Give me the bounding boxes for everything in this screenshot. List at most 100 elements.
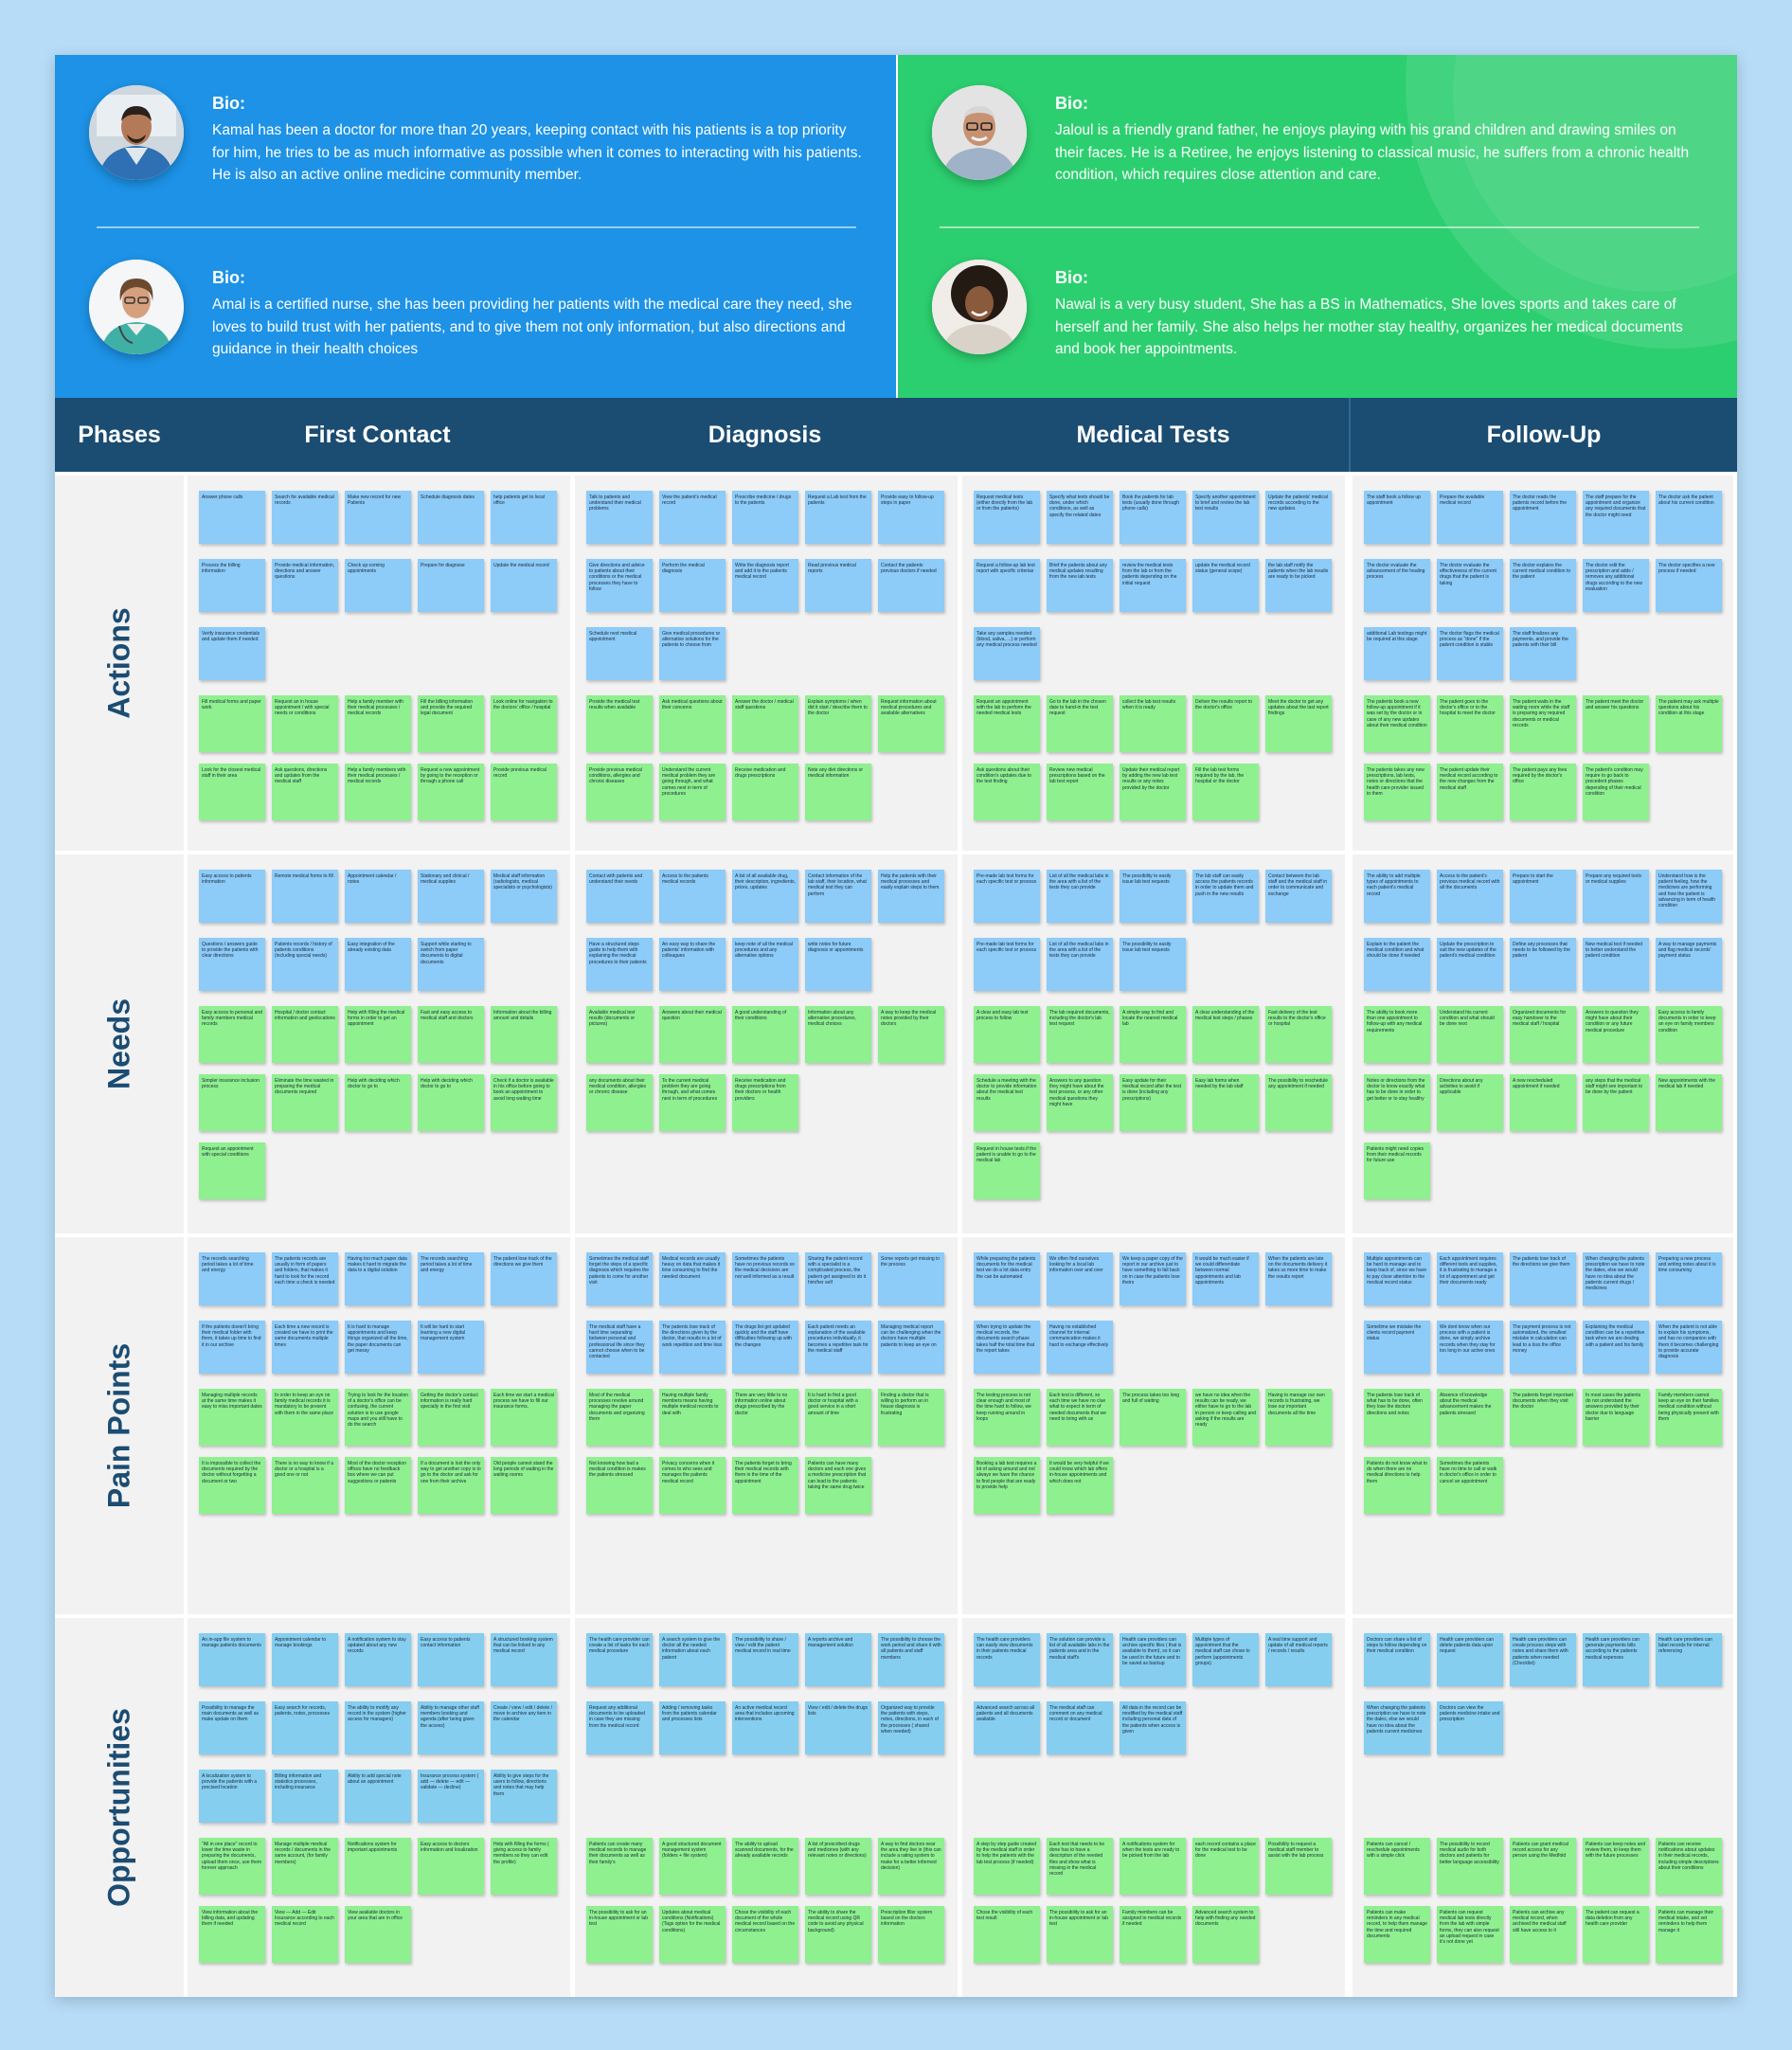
patient-sticky-note: Prescription filler system based on the … (878, 1906, 944, 1963)
staff-sticky-note: The possibility to choose the work perio… (878, 1633, 944, 1686)
staff-sticky-note: Prepare to start the appointment (1510, 870, 1576, 923)
staff-sticky-note: Questions / answers guide to provide the… (199, 938, 265, 991)
staff-sticky-note: When changing the patients prescription … (1583, 1252, 1649, 1305)
patient-sticky-note: Finding a doctor that is willing to perf… (878, 1389, 944, 1446)
patient-sticky-note: Patients can cancel / reschedule appoint… (1364, 1838, 1430, 1895)
patient-sticky-note: The patient pays any fees required by th… (1510, 764, 1576, 820)
patient-sticky-note: Patients can create many medical records… (586, 1838, 653, 1895)
patient-sticky-note: each record contains a place for the med… (1192, 1838, 1259, 1895)
patient-sticky-note: Request information about medical proced… (878, 695, 944, 752)
patient-sticky-note: Answers about their medical question (659, 1006, 726, 1063)
staff-sticky-note: Easy access to patients contact informat… (418, 1633, 484, 1686)
persona-bio-label: Bio: (1055, 268, 1088, 287)
staff-sticky-note: Update the prescription to suit the new … (1437, 938, 1503, 991)
staff-sticky-note: Schedule diagnosis dates (418, 491, 484, 544)
patient-sticky-note: Patients can have many doctors and each … (805, 1457, 871, 1514)
patient-sticky-note: A way to find doctors near the area they… (878, 1838, 944, 1895)
staff-sticky-note: Each appointment requires different tool… (1437, 1252, 1503, 1305)
patient-sticky-note: Chose the visibility of each test result (974, 1906, 1040, 1963)
patient-sticky-note: Answers to question they might have abou… (1583, 1006, 1649, 1063)
staff-sticky-note: The solution can provide a list of all a… (1047, 1633, 1113, 1686)
patient-sticky-note: In order to keep an eye on family medica… (272, 1389, 338, 1446)
staff-sticky-note: A list of all available drug, their desc… (732, 870, 798, 923)
patient-sticky-note: Understand his current condition and wha… (1437, 1006, 1503, 1063)
patient-sticky-note: A clear understanding of the medical tes… (1192, 1006, 1259, 1063)
staff-sticky-note: A way to manage payments and flag medica… (1656, 938, 1722, 991)
staff-sticky-note: The patients records are usually in form… (272, 1252, 338, 1305)
staff-sticky-note: update the medical record status (genera… (1192, 559, 1259, 612)
staff-sticky-note: We keep a paper copy of the report in ou… (1120, 1252, 1186, 1305)
row-label: Opportunities (55, 1618, 184, 1997)
cell-diagnosis: Contact with patients and understand the… (575, 854, 958, 1233)
staff-sticky-note: Request any additional documents to be u… (586, 1701, 653, 1754)
patient-sticky-note: Patients do not know what to do when the… (1364, 1457, 1430, 1514)
staff-sticky-note: Give directions and advice to patients a… (586, 559, 653, 612)
staff-sticky-note: Contact the patients previous doctors if… (878, 559, 944, 612)
staff-sticky-note: Having too much paper data makes it hard… (345, 1252, 411, 1305)
staff-sticky-note: Specify another appointment to brief and… (1192, 491, 1259, 544)
patient-sticky-note: Fill the billing information and provide… (418, 695, 484, 752)
patient-sticky-note: Fill the lab test forms required by the … (1192, 764, 1259, 820)
staff-sticky-note: The doctor explains the current medical … (1510, 559, 1576, 612)
cell-medical-tests: The health care providers can easily vie… (962, 1618, 1345, 1997)
staff-sticky-note: It is hard to manage appointments and ke… (345, 1321, 411, 1374)
patient-sticky-note: The possibility to ask for an in-house a… (586, 1906, 653, 1963)
staff-sticky-note: Each patient needs an explanation of the… (805, 1321, 871, 1374)
staff-sticky-note: Easy integration of the already existing… (345, 938, 411, 991)
staff-sticky-note: Pre-made lab test forms for each specifi… (974, 938, 1040, 991)
staff-sticky-note: write notes for future diagnosis or appo… (805, 938, 871, 991)
patient-sticky-note: Look for the closest medical staff in th… (199, 764, 265, 820)
staff-sticky-note: Ability to manage other staff members bo… (418, 1701, 484, 1754)
patient-sticky-note: Explain symptoms / when did it start / d… (805, 695, 871, 752)
staff-sticky-note: The drugs list get updated quickly and t… (732, 1321, 798, 1374)
patient-sticky-note: Absence of knowledge about the medical a… (1437, 1389, 1503, 1446)
patient-sticky-note: A simple way to find and locate the near… (1120, 1006, 1186, 1063)
staff-sticky-note: The possibility to easily issue lab test… (1120, 938, 1186, 991)
patient-sticky-note: Help with filling the medical forms in o… (345, 1006, 411, 1063)
staff-sticky-note: A search system to give the doctor all t… (659, 1633, 726, 1686)
cell-first-contact: An in-app file system to manage patients… (188, 1618, 570, 1997)
staff-sticky-note: Verify insurance credentials and update … (199, 627, 265, 680)
patient-sticky-note: Directions about any activities to avoid… (1437, 1074, 1503, 1131)
staff-sticky-note: The ability to modify any record in the … (345, 1701, 411, 1754)
staff-sticky-note: The health care providers can easily vie… (974, 1633, 1040, 1686)
patient-sticky-note: Ask questions about their condition's up… (974, 764, 1040, 820)
staff-sticky-note: Update the medical record (491, 559, 557, 612)
staff-sticky-note: The doctor specifies a new process if ne… (1656, 559, 1722, 612)
staff-sticky-note: Prepare any required tools or medical su… (1583, 870, 1649, 923)
patient-sticky-note: Easy access to family documents in order… (1656, 1006, 1722, 1063)
persona-card: Bio:Nawal is a very busy student, She ha… (932, 260, 1709, 364)
staff-sticky-note: Doctors can view the patients medicine i… (1437, 1701, 1503, 1754)
staff-sticky-note: Health care providers can create process… (1510, 1633, 1576, 1686)
patient-sticky-note: any steps that the medical staff might s… (1583, 1074, 1649, 1131)
staff-sticky-note: Contact with patients and understand the… (586, 870, 653, 923)
patient-sticky-note: If a document is lost the only way to ge… (418, 1457, 484, 1514)
patient-sticky-note: Not knowing how bad a medical condition … (586, 1457, 653, 1514)
staff-sticky-note: Access to the patients medical records (659, 870, 726, 923)
staff-sticky-note: The staff finalizes any payments, and pr… (1510, 627, 1576, 680)
staff-sticky-note: Health care providers can archive specif… (1120, 1633, 1186, 1686)
patient-sticky-note: Each test is different, so each time we … (1047, 1389, 1113, 1446)
cell-diagnosis: The health care provider can create a li… (575, 1618, 958, 1997)
student-avatar (932, 260, 1027, 354)
staff-sticky-note: Ability to give steps for the users to f… (491, 1770, 557, 1823)
staff-sticky-note: The possibility to share / view / edit t… (732, 1633, 798, 1686)
patient-sticky-note: A good structured document management sy… (659, 1838, 726, 1895)
patient-sticky-note: The ability to upload scanned documents,… (732, 1838, 798, 1895)
staff-sticky-note: Sometimes the patients have no previous … (732, 1252, 798, 1305)
staff-sticky-note: Create / view / edit / delete / move to … (491, 1701, 557, 1754)
staff-sticky-note: Explaining the medical condition can be … (1583, 1321, 1649, 1374)
staff-sticky-note: Prescribe medicine / drugs to the patien… (732, 491, 798, 544)
persona-bio-text: Kamal has been a doctor for more than 20… (212, 122, 862, 183)
patient-sticky-note: There is no way to know if a doctor or a… (272, 1457, 338, 1514)
patient-sticky-note: Answers to any question they might have … (1047, 1074, 1113, 1131)
staff-sticky-note: Update the patients' medical records acc… (1265, 491, 1332, 544)
patient-sticky-note: Most of the doctor reception offices hav… (345, 1457, 411, 1514)
staff-sticky-note: Sometime we mistake the clients record p… (1364, 1321, 1430, 1374)
patient-sticky-note: Privacy concerns when it comes to who se… (659, 1457, 726, 1514)
patient-sticky-note: To the current medical problem they are … (659, 1074, 726, 1131)
